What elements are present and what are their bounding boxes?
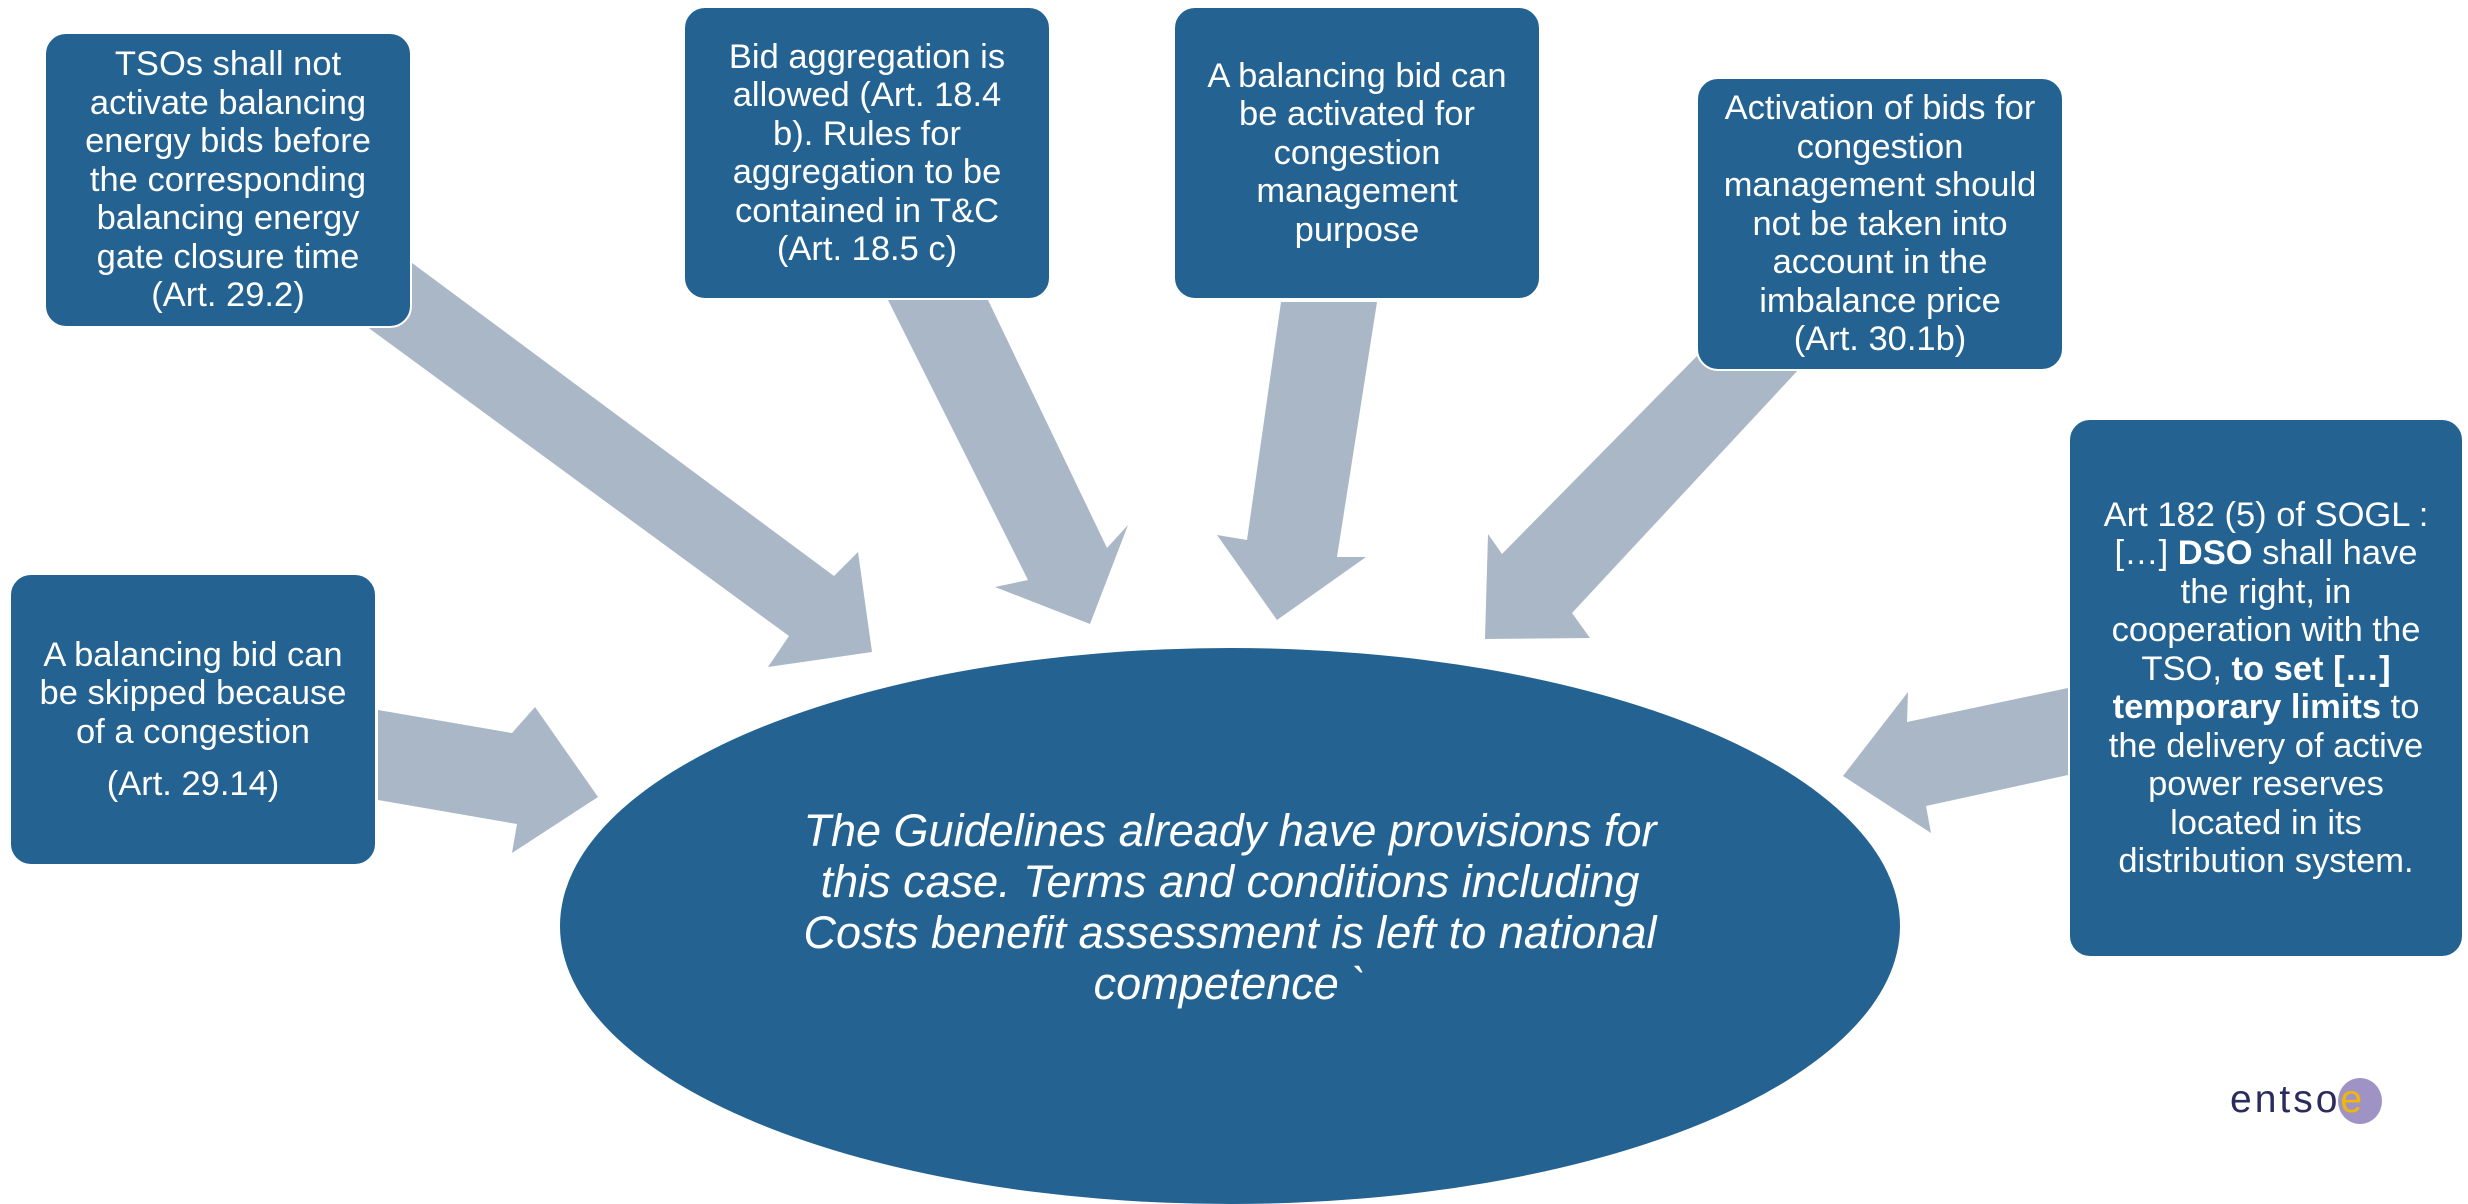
sogl-line-7: the delivery of active [2108, 726, 2424, 765]
aggregation-line-6: (Art. 18.5 c) [776, 230, 958, 268]
entsoe-logo: entsoe [2228, 1078, 2398, 1128]
aggregation-line-2: allowed (Art. 18.4 [732, 76, 1002, 114]
tso-line-4: the corresponding [89, 160, 367, 199]
congestion-purpose-box: A balancing bid can be activated for con… [1173, 6, 1541, 300]
logo-circle-icon [2338, 1078, 2382, 1124]
skipped-reference: (Art. 29.14) [106, 765, 280, 803]
skipped-bid-box: A balancing bid can be skipped because o… [9, 573, 377, 866]
bid-aggregation-box: Bid aggregation is allowed (Art. 18.4 b)… [683, 6, 1051, 300]
sogl-limits-bold: temporary limits [2112, 688, 2382, 726]
center-line-4: competence ` [1093, 958, 1367, 1009]
skipped-line-3: of a congestion [75, 712, 310, 751]
sogl-line-3: the right, in [2180, 572, 2352, 611]
sogl-line-5-pre: TSO, [2141, 649, 2232, 688]
aggregation-line-1: Bid aggregation is [728, 37, 1006, 76]
imbalance-line-5: account in the [1772, 243, 1988, 282]
sogl-line-2-post: shall have [2252, 534, 2418, 572]
arrow-from-aggregation-box [888, 300, 1128, 624]
arrow-from-tso-box [355, 260, 872, 667]
sogl-line-1: Art 182 (5) of SOGL : [2103, 495, 2429, 534]
skipped-line-1: A balancing bid can [43, 635, 343, 674]
center-text: The Guidelines already have provisions f… [700, 805, 1760, 1009]
tso-line-6: gate closure time [96, 237, 360, 276]
sogl-line-8: power reserves [2148, 765, 2384, 803]
congestion-line-1: A balancing bid can [1207, 56, 1507, 95]
center-line-2: this case. Terms and conditions includin… [820, 856, 1640, 907]
congestion-line-3: congestion [1273, 133, 1441, 172]
arrow-from-skipped-box [378, 707, 598, 853]
sogl-set-bold: to set […] [2231, 649, 2391, 688]
sogl-line-5: TSO, to set […] [2141, 650, 2390, 689]
imbalance-line-6: imbalance price [1759, 281, 2001, 320]
sogl-line-2-pre: […] [2114, 534, 2178, 572]
congestion-line-5: purpose [1294, 210, 1420, 249]
logo-accent-letter: e [2340, 1078, 2366, 1121]
imbalance-line-1: Activation of bids for [1724, 89, 2036, 128]
imbalance-line-7: (Art. 30.1b) [1793, 320, 1967, 359]
tso-gate-closure-box: TSOs shall not activate balancing energy… [44, 32, 412, 328]
sogl-line-6-post: to [2381, 688, 2420, 726]
tso-line-1: TSOs shall not [114, 45, 342, 84]
imbalance-line-2: congestion [1796, 127, 1964, 166]
sogl-line-4: cooperation with the [2111, 611, 2421, 649]
arrow-from-sogl-box [1843, 688, 2068, 833]
arrows-layer [355, 260, 2068, 853]
tso-line-5: balancing energy [96, 199, 360, 238]
imbalance-price-box: Activation of bids for congestion manage… [1696, 77, 2064, 371]
tso-line-3: energy bids before [85, 122, 371, 161]
imbalance-line-4: not be taken into [1752, 204, 2008, 243]
aggregation-line-3: b). Rules for [773, 114, 961, 153]
sogl-dso-bold: DSO [2177, 534, 2253, 572]
skipped-line-2: be skipped because [39, 674, 347, 712]
logo-text: entsoe [2230, 1078, 2365, 1122]
sogl-line-10: distribution system. [2118, 842, 2414, 880]
aggregation-line-4: aggregation to be [732, 153, 1002, 191]
arrow-from-congestion-box [1217, 302, 1377, 620]
sogl-box: Art 182 (5) of SOGL : […] DSO shall have… [2068, 418, 2464, 958]
sogl-line-6: temporary limits to [2113, 688, 2420, 727]
logo-word: entso [2230, 1078, 2341, 1121]
congestion-line-4: management [1256, 172, 1458, 211]
arrow-from-imbalance-box [1485, 355, 1800, 639]
tso-line-2: activate balancing [89, 83, 367, 122]
tso-line-7: (Art. 29.2) [151, 276, 305, 315]
center-line-1: The Guidelines already have provisions f… [803, 805, 1657, 856]
center-line-3: Costs benefit assessment is left to nati… [803, 907, 1657, 958]
aggregation-line-5: contained in T&C [734, 191, 1000, 230]
sogl-line-9: located in its [2170, 803, 2362, 842]
center-ellipse [560, 648, 1900, 1204]
congestion-line-2: be activated for [1239, 95, 1475, 134]
sogl-line-2: […] DSO shall have [2115, 534, 2418, 573]
imbalance-line-3: management should [1723, 166, 2037, 205]
